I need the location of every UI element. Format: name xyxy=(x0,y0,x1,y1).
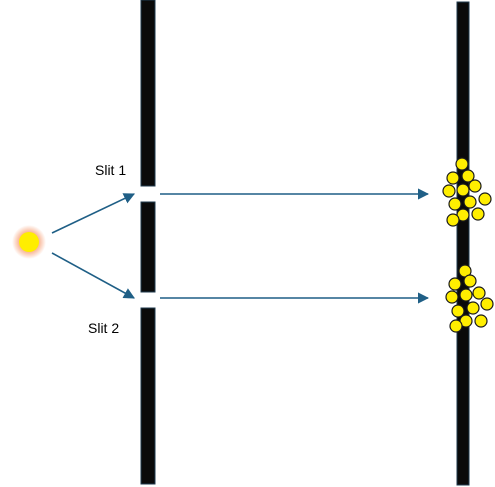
particle-dot-icon xyxy=(471,207,485,221)
particle-dot-icon xyxy=(480,297,494,311)
particle-dot-icon xyxy=(448,197,462,211)
arrows xyxy=(51,188,430,304)
particle-dot-icon xyxy=(442,184,456,198)
source-core xyxy=(19,232,39,252)
detection-screen xyxy=(456,1,470,486)
particle-dot-icon xyxy=(466,301,480,315)
arrow-source-to-slit-1 xyxy=(51,193,136,234)
particle-dot-icon xyxy=(461,169,475,183)
particle-dot-icon xyxy=(456,183,470,197)
particle-dot-icon xyxy=(446,213,460,227)
particle-dot-icon xyxy=(468,179,482,193)
particle-dot-icon xyxy=(474,314,488,328)
particle-dot-icon xyxy=(463,274,477,288)
barrier-bottom-segment xyxy=(140,307,156,485)
slit-barrier xyxy=(140,0,156,485)
particle-dot-icon xyxy=(472,286,486,300)
particle-dot-icon xyxy=(448,277,462,291)
arrow-source-to-slit-2 xyxy=(51,252,135,299)
particle-dot-icon xyxy=(445,290,459,304)
slit-2-label: Slit 2 xyxy=(88,320,119,336)
particle-dot-icon xyxy=(446,171,460,185)
particle-cluster-1 xyxy=(442,157,492,227)
barrier-middle-segment xyxy=(140,201,156,293)
particle-cluster-2 xyxy=(445,264,494,333)
particle-dot-icon xyxy=(459,288,473,302)
particle-dot-icon xyxy=(451,304,465,318)
light-source-icon xyxy=(12,225,46,259)
slit-1-label: Slit 1 xyxy=(95,162,126,178)
particle-dot-icon xyxy=(449,319,463,333)
particle-dot-icon xyxy=(478,192,492,206)
barrier-top-segment xyxy=(140,0,156,187)
particle-dot-icon xyxy=(463,195,477,209)
particle-dot-icon xyxy=(455,157,469,171)
